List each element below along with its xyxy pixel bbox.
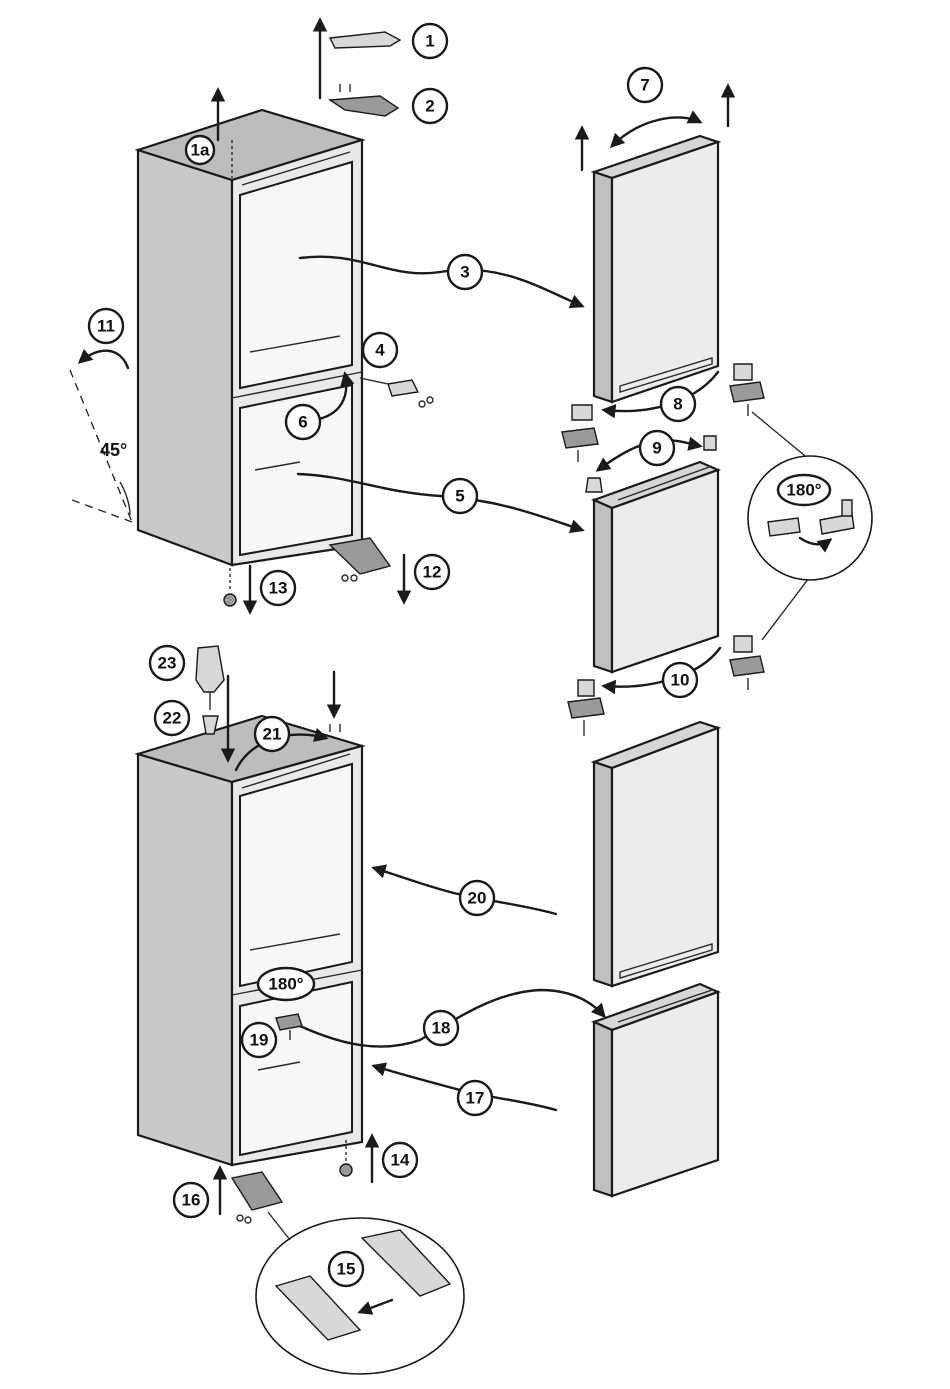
callout-9: 9 xyxy=(640,431,674,465)
callout-20: 20 xyxy=(460,881,494,915)
hinge-pin-right-10 xyxy=(730,636,764,690)
bottom-hinge-16 xyxy=(232,1172,282,1223)
callout-18: 18 xyxy=(424,1011,458,1045)
callout-17: 17 xyxy=(458,1081,492,1115)
svg-text:3: 3 xyxy=(460,263,469,282)
angle-label: 45° xyxy=(100,440,127,460)
svg-text:1: 1 xyxy=(425,32,434,51)
svg-text:180°: 180° xyxy=(786,481,821,500)
callout-11: 11 xyxy=(89,309,123,343)
svg-text:11: 11 xyxy=(97,317,115,336)
upper-door-removed xyxy=(594,136,718,402)
callout-5: 5 xyxy=(443,479,477,513)
callout-15: 15 xyxy=(329,1252,363,1286)
svg-text:12: 12 xyxy=(423,563,442,582)
hinge-pin-left-8 xyxy=(562,405,598,462)
callout-2: 2 xyxy=(413,89,447,123)
bottom-hinge-part xyxy=(330,538,390,581)
callout-19: 19 xyxy=(242,1023,276,1057)
hinge-swap-inset xyxy=(256,1212,464,1374)
svg-text:17: 17 xyxy=(466,1089,485,1108)
svg-text:7: 7 xyxy=(640,76,649,95)
callout-16: 16 xyxy=(174,1183,208,1217)
rotate-180-label-inset: 180° xyxy=(778,475,830,505)
svg-text:2: 2 xyxy=(425,97,434,116)
svg-text:13: 13 xyxy=(269,579,288,598)
callout-13: 13 xyxy=(261,571,295,605)
callout-1a: 1a xyxy=(186,136,214,164)
lower-fridge-cabinet xyxy=(138,716,362,1165)
svg-text:21: 21 xyxy=(263,725,282,744)
svg-text:1a: 1a xyxy=(191,141,210,160)
callout-23: 23 xyxy=(150,646,184,680)
screwdriver-tool xyxy=(196,646,224,710)
callout-22: 22 xyxy=(155,701,189,735)
svg-text:8: 8 xyxy=(673,395,682,414)
callout-4: 4 xyxy=(363,333,397,367)
hinge-pin-right-8 xyxy=(730,364,764,416)
tilt-arrow-11 xyxy=(80,351,128,368)
adjustable-foot xyxy=(224,568,236,606)
svg-text:10: 10 xyxy=(671,671,690,690)
top-hinge-part xyxy=(330,84,398,116)
callout-21: 21 xyxy=(255,717,289,751)
lower-door-removed xyxy=(594,462,718,672)
hinge-cover-part xyxy=(330,32,400,48)
callout-3: 3 xyxy=(448,255,482,289)
upper-door-reinstall xyxy=(594,722,718,986)
svg-text:18: 18 xyxy=(432,1019,451,1038)
lower-door-reinstall xyxy=(594,984,718,1196)
upper-fridge-cabinet xyxy=(138,110,362,565)
svg-text:14: 14 xyxy=(391,1151,410,1170)
callout-1: 1 xyxy=(413,24,447,58)
hinge-pin-left-10 xyxy=(568,680,604,736)
svg-text:23: 23 xyxy=(158,654,177,673)
svg-text:180°: 180° xyxy=(268,975,303,994)
svg-text:20: 20 xyxy=(468,889,487,908)
svg-text:22: 22 xyxy=(163,709,182,728)
callout-8: 8 xyxy=(661,387,695,421)
callout-7: 7 xyxy=(628,68,662,102)
svg-text:16: 16 xyxy=(182,1191,201,1210)
hinge-rotate-inset xyxy=(748,412,872,640)
callout-10: 10 xyxy=(663,663,697,697)
middle-hinge-part xyxy=(360,378,433,407)
svg-text:9: 9 xyxy=(652,439,661,458)
svg-text:5: 5 xyxy=(455,487,464,506)
callout-6: 6 xyxy=(286,405,320,439)
arrow-top-screws xyxy=(330,672,340,732)
callout-14: 14 xyxy=(383,1143,417,1177)
svg-text:19: 19 xyxy=(250,1031,269,1050)
callout-12: 12 xyxy=(415,555,449,589)
rotate-180-label-cabinet: 180° xyxy=(258,968,314,1000)
svg-text:15: 15 xyxy=(337,1260,356,1279)
svg-text:6: 6 xyxy=(298,413,307,432)
svg-text:4: 4 xyxy=(375,341,385,360)
